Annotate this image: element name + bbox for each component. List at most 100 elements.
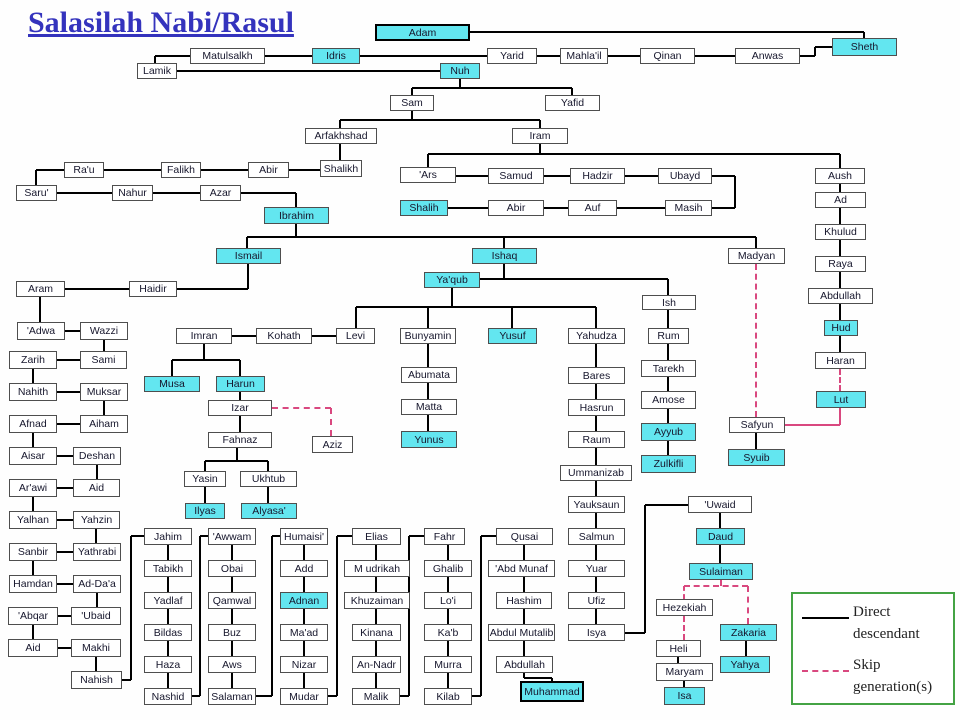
edge-line (480, 536, 482, 696)
edge-line (239, 360, 241, 376)
node-tarekh: Tarekh (641, 360, 696, 377)
edge-line (459, 79, 461, 88)
node-zulkifli: Zulkifli (641, 455, 696, 473)
edge-line (39, 297, 41, 322)
node-ummanizab: Ummanizab (560, 465, 632, 481)
node-ibrahim: Ibrahim (264, 207, 329, 224)
node-qamwal: Qamwal (208, 592, 256, 609)
edge-line (595, 307, 597, 328)
edge-line (375, 673, 377, 688)
edge-line (683, 681, 685, 687)
edge-line (408, 536, 410, 696)
edge-line (428, 153, 840, 155)
node-tabikh: Tabikh (144, 560, 192, 577)
edge-line (200, 535, 208, 537)
edge-line (57, 192, 112, 194)
edge-line (155, 55, 190, 57)
node-haza: Haza (144, 656, 192, 673)
legend: Direct descendant Skip generation(s) (791, 592, 955, 705)
edge-line (544, 175, 570, 177)
node-bildas: Bildas (144, 624, 192, 641)
node-annadr: An-Nadr (352, 656, 401, 673)
edge-line (241, 192, 296, 194)
edge-line (667, 441, 669, 455)
edge-line (719, 545, 721, 563)
node-daud: Daud (696, 528, 745, 545)
edge-line (58, 615, 71, 617)
node-sulaiman: Sulaiman (689, 563, 753, 580)
node-imran: Imran (176, 328, 232, 344)
edge-line (470, 31, 864, 33)
edge-line (400, 695, 409, 697)
node-izar: Izar (208, 400, 272, 416)
edge-line (96, 593, 98, 607)
edge-line (785, 424, 840, 426)
node-elias: Elias (352, 528, 401, 545)
node-idris: Idris (312, 48, 360, 64)
node-qinan: Qinan (640, 48, 695, 64)
edge-line (427, 307, 429, 328)
node-wazzi: Wazzi (80, 322, 128, 340)
node-nahur: Nahur (112, 185, 153, 201)
edge-line (32, 497, 34, 511)
node-yadlaf: Yadlaf (144, 592, 192, 609)
node-samud: Samud (488, 168, 544, 184)
node-yuar: Yuar (568, 560, 625, 577)
node-kilab: Kilab (424, 688, 472, 705)
node-isya: Isya (568, 624, 625, 641)
edge-line (267, 461, 269, 471)
node-abumata: Abumata (401, 367, 457, 383)
edge-line (480, 278, 668, 280)
edge-line (167, 577, 169, 592)
node-kab: Ka'b (424, 624, 472, 641)
edge-line (645, 504, 688, 506)
edge-line (447, 577, 449, 592)
node-ufiz: Ufiz (568, 592, 625, 609)
node-maryam: Maryam (656, 663, 713, 681)
edge-line (667, 279, 669, 295)
edge-line (231, 641, 233, 656)
node-ars: 'Ars (400, 167, 456, 183)
page-title: Salasilah Nabi/Rasul (28, 6, 294, 39)
node-matta: Matta (401, 399, 457, 415)
node-yarid: Yarid (487, 48, 537, 64)
node-aisar: Aisar (9, 447, 57, 465)
edge-line (683, 586, 685, 599)
node-hud: Hud (824, 320, 858, 336)
node-khulud: Khulud (815, 224, 866, 240)
edge-line (448, 207, 488, 209)
edge-line (409, 535, 424, 537)
edge-line (839, 154, 841, 168)
edge-line (511, 307, 513, 328)
edge-line (608, 55, 640, 57)
edge-line (204, 461, 206, 471)
node-fahnaz: Fahnaz (208, 432, 272, 448)
node-yusuf: Yusuf (488, 328, 537, 344)
edge-line (65, 288, 129, 290)
node-aid2: Aid (8, 639, 58, 657)
node-zarih: Zarih (9, 351, 57, 369)
node-ghalib: Ghalib (424, 560, 472, 577)
node-nahish: Nahish (71, 671, 122, 689)
edge-line (481, 535, 496, 537)
edge-line (755, 264, 757, 417)
node-sheth: Sheth (832, 38, 897, 56)
edge-line (246, 237, 248, 248)
node-aush: Aush (815, 168, 865, 184)
edge-line (267, 487, 269, 503)
edge-line (839, 408, 841, 425)
node-afnad: Afnad (9, 415, 57, 433)
edge-line (58, 647, 71, 649)
edge-line (734, 176, 736, 208)
edge-line (755, 433, 757, 449)
edge-line (544, 207, 568, 209)
edge-line (375, 609, 377, 624)
edge-line (427, 344, 429, 367)
edge-line (356, 306, 596, 308)
node-safyun: Safyun (729, 417, 785, 433)
edge-line (745, 641, 747, 656)
edge-line (595, 577, 597, 592)
edge-line (57, 519, 73, 521)
edge-line (303, 545, 305, 560)
